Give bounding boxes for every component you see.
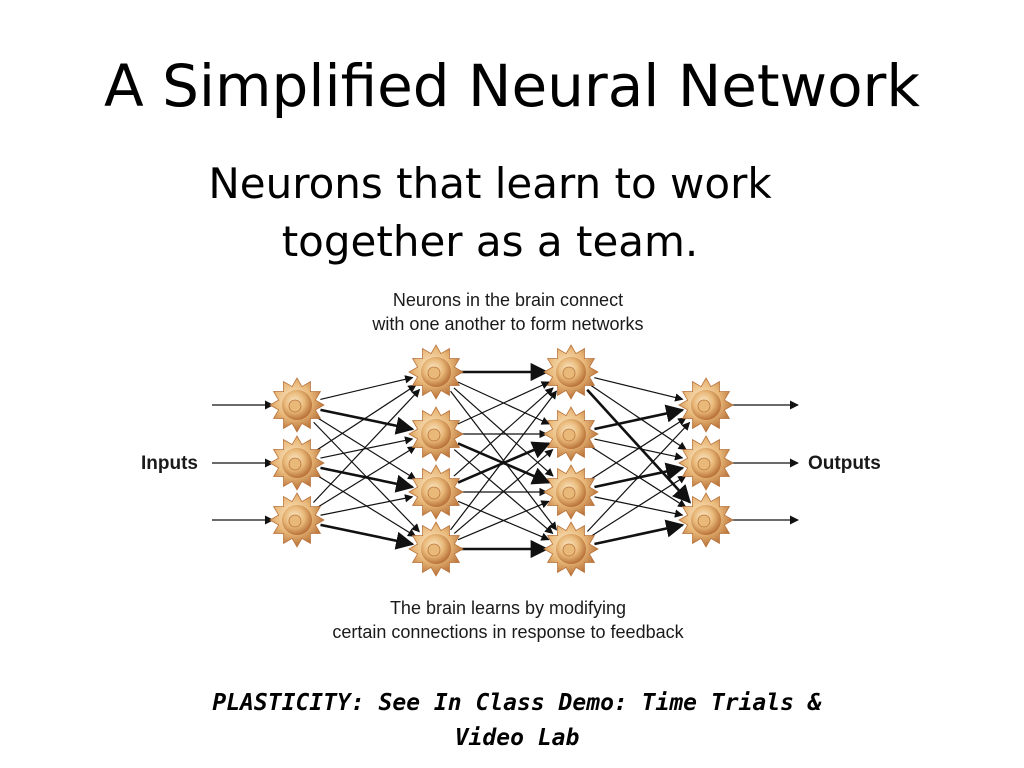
caption-bottom-line2: certain connections in response to feedb… [332,622,684,642]
caption-top-line2: with one another to form networks [371,314,643,334]
io-arrows [212,400,799,525]
neuron-icon [408,464,464,520]
connection-line [594,377,684,402]
footer-note: PLASTICITY: See In Class Demo: Time Tria… [212,690,822,751]
neuron-icon [269,492,325,548]
connection-line [320,523,415,550]
connection-line [594,519,685,546]
connection-line [457,381,550,425]
slide-title: A Simplified Neural Network [104,52,920,120]
slide-subtitle: Neurons that learn to work together as a… [208,159,772,266]
connection-line [320,375,414,401]
caption-bottom-line1: The brain learns by modifying [390,598,626,618]
connection-line [320,408,415,435]
connection-line [320,436,414,459]
outputs-label: Outputs [808,453,881,474]
connections [312,362,692,559]
connection-line [453,449,554,534]
connection-line [457,500,550,541]
connection-line [586,421,691,532]
connection-line [312,388,421,503]
neuron-icon [543,406,599,462]
connection-line [316,384,417,451]
connection-line [590,475,687,537]
caption-top-line1: Neurons in the brain connect [393,290,623,310]
neuron-icon [678,377,734,433]
neuron-icon [408,344,464,400]
inputs-label: Inputs [141,453,198,474]
neurons [269,344,734,577]
connection-line [320,494,414,516]
neuron-icon [408,521,464,577]
neuron-icon [543,464,599,520]
neuron-icon [269,435,325,491]
connection-line [590,384,687,451]
connection-line [594,404,685,431]
neuron-icon [408,406,464,462]
neuron-icon [543,344,599,400]
neuron-icon [269,377,325,433]
connection-line [450,390,557,531]
neuron-icon [678,435,734,491]
connection-line [590,417,687,480]
connection-line [457,441,551,484]
neuron-icon [543,521,599,577]
connection-line [317,446,417,508]
connection-line [453,387,554,477]
neuron-icon [678,492,734,548]
